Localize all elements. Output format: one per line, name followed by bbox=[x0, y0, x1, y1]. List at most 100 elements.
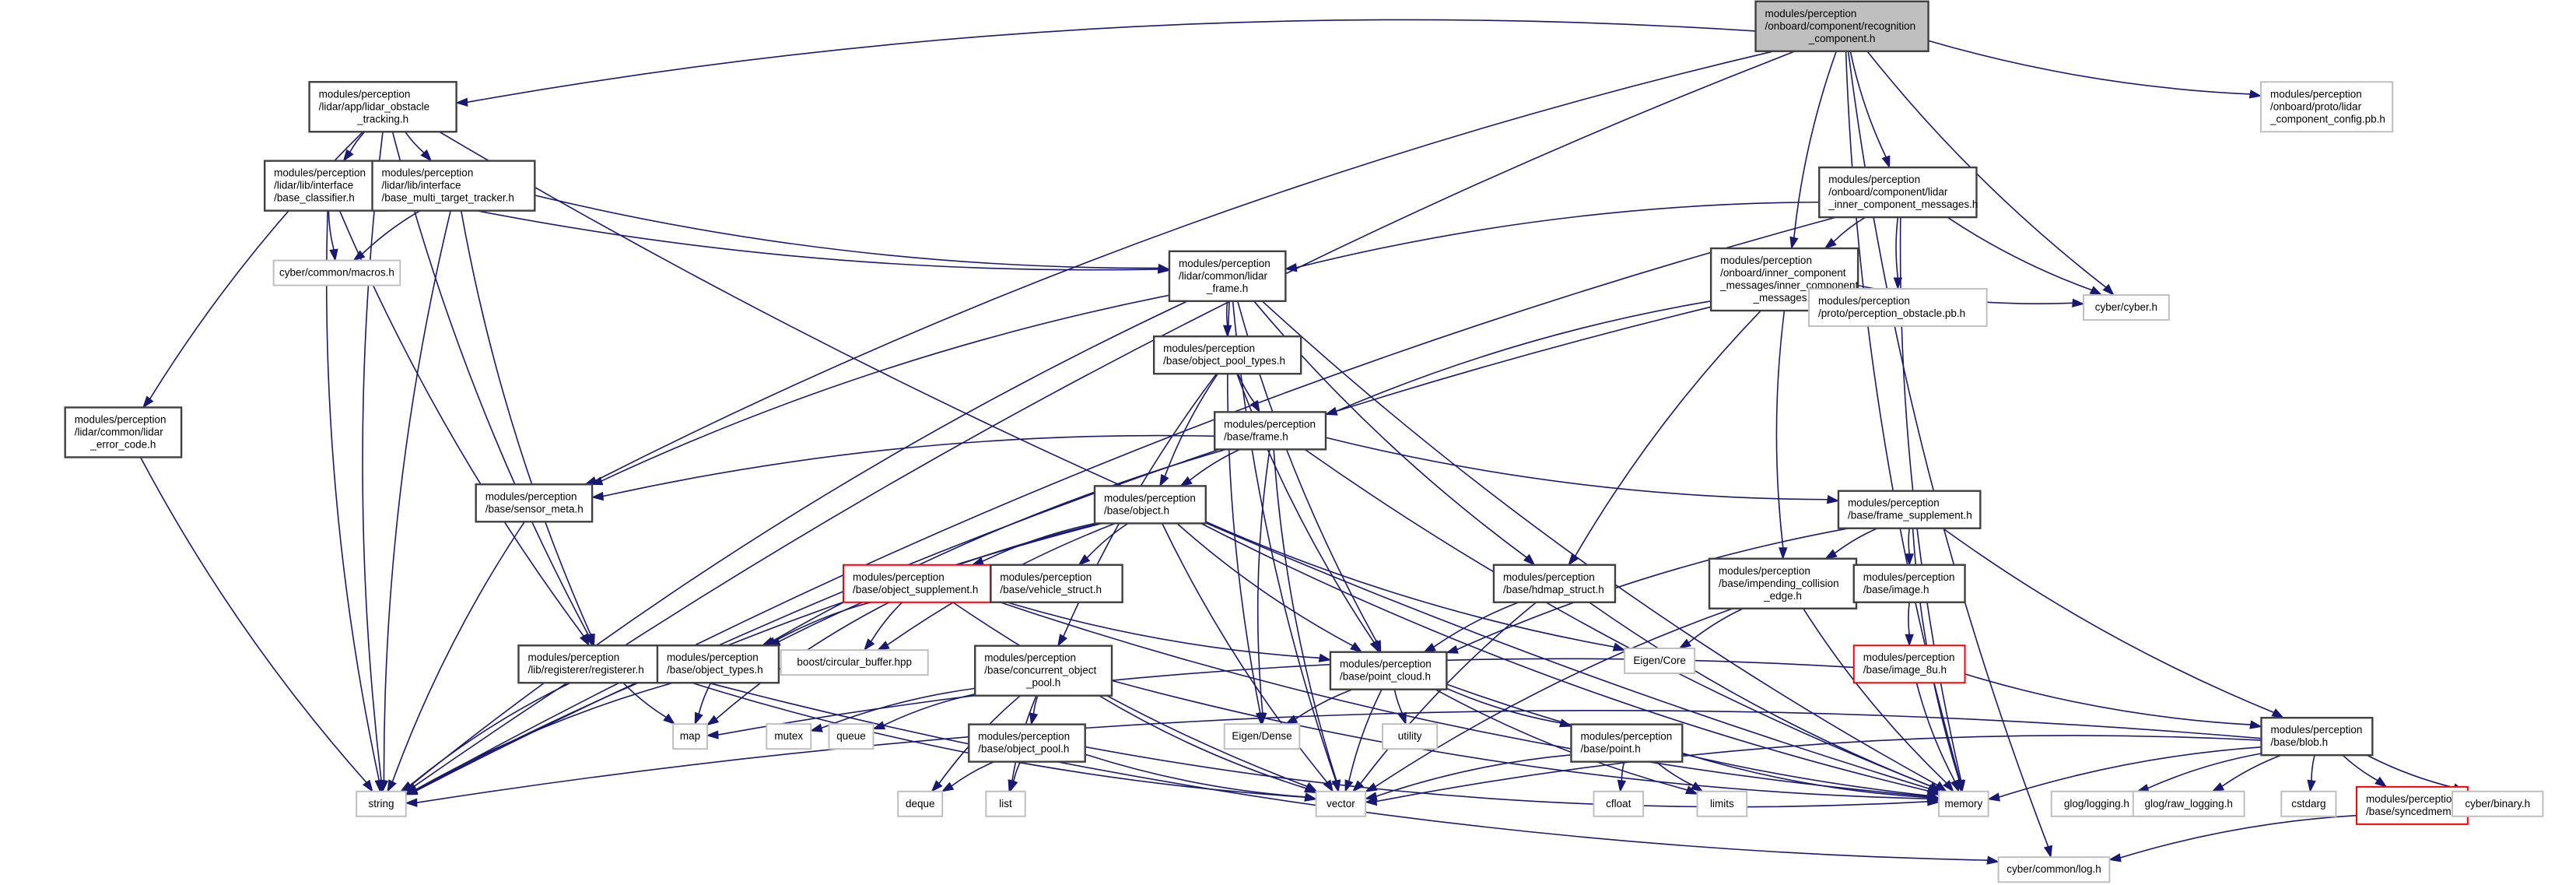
arrowhead-icon bbox=[590, 476, 604, 486]
node-obj[interactable]: modules/perception/base/object.h bbox=[1093, 485, 1207, 525]
edge-line bbox=[1237, 373, 1255, 403]
node-label: modules/perception bbox=[1580, 731, 1672, 743]
node-syn[interactable]: modules/perception/base/syncedmem.h bbox=[2356, 785, 2469, 825]
edge-blob-to-vec bbox=[1364, 735, 2262, 806]
node-utl: utility bbox=[1381, 723, 1439, 750]
node-label: modules/perception bbox=[527, 651, 619, 663]
edge-line bbox=[1013, 761, 1022, 781]
node-label: /lib/registerer/registerer.h bbox=[527, 664, 643, 676]
arrowhead-icon bbox=[1249, 399, 1260, 413]
node-op[interactable]: modules/perception/base/object_pool.h bbox=[968, 723, 1086, 763]
node-reg[interactable]: modules/perception/lib/registerer/regist… bbox=[517, 644, 682, 684]
node-label: modules/perception bbox=[667, 651, 759, 663]
edge-line bbox=[1433, 602, 1519, 648]
edge-line bbox=[386, 191, 1159, 271]
edge-line bbox=[2147, 753, 2262, 789]
arrowhead-icon bbox=[1364, 796, 1378, 806]
node-label: /onboard/proto/lidar bbox=[2270, 100, 2362, 112]
edge-os-to-bcb bbox=[863, 602, 903, 651]
node-box bbox=[1997, 856, 2111, 883]
node-lot[interactable]: modules/perception/lidar/app/lidar_obsta… bbox=[308, 81, 457, 133]
edge-pt-to-lim bbox=[1655, 761, 1704, 792]
edge-pt-to-mem bbox=[1682, 752, 1940, 802]
node-label: /base_classifier.h bbox=[274, 192, 355, 204]
node-label: _messages.h bbox=[1752, 292, 1815, 304]
edge-line bbox=[1176, 522, 1354, 647]
node-box bbox=[64, 406, 183, 458]
node-os[interactable]: modules/perception/base/object_supplemen… bbox=[842, 564, 991, 603]
arrowhead-icon bbox=[1284, 715, 1299, 725]
node-sm[interactable]: modules/perception/base/sensor_meta.h bbox=[475, 483, 594, 523]
edge-line bbox=[1032, 695, 1039, 715]
node-pt[interactable]: modules/perception/base/point.h bbox=[1570, 723, 1684, 763]
arrowhead-icon bbox=[1905, 553, 1914, 567]
node-label: vector bbox=[1327, 798, 1355, 809]
node-bcb: boost/circular_buffer.hpp bbox=[780, 649, 929, 676]
arrowhead-icon bbox=[591, 491, 605, 501]
edge-line bbox=[1435, 688, 1688, 791]
edge-fs-to-img bbox=[1905, 528, 1914, 567]
arrowhead-icon bbox=[387, 779, 397, 793]
edge-blob-to-cbn bbox=[2366, 754, 2466, 792]
node-lec[interactable]: modules/perception/lidar/common/lidar_er… bbox=[64, 406, 183, 458]
edge-line bbox=[1908, 528, 1910, 554]
node-box bbox=[2132, 790, 2245, 817]
node-box bbox=[2452, 790, 2544, 817]
edge-icm-to-ice bbox=[1775, 310, 1788, 560]
edge-lot-to-str bbox=[362, 132, 386, 793]
node-img[interactable]: modules/perception/base/image.h bbox=[1852, 564, 1966, 603]
edge-obj-to-pc bbox=[1176, 522, 1363, 653]
arrowhead-icon bbox=[1617, 779, 1627, 793]
edge-ice-to-ec bbox=[1678, 608, 1744, 649]
edge-line bbox=[1348, 689, 1383, 781]
node-lst: list bbox=[985, 790, 1026, 817]
node-opt[interactable]: modules/perception/base/object_pool_type… bbox=[1152, 335, 1302, 375]
node-box bbox=[2050, 790, 2143, 817]
edge-line bbox=[2311, 754, 2315, 781]
edge-line bbox=[415, 682, 674, 790]
edge-line bbox=[1915, 683, 1956, 782]
edge-line bbox=[467, 19, 1756, 104]
edge-line bbox=[1833, 216, 1866, 243]
edge-line bbox=[1393, 689, 1404, 715]
node-label: _inner_component_messages.h bbox=[1828, 198, 1978, 210]
edge-cop-to-op bbox=[1029, 695, 1039, 726]
node-label: _tracking.h bbox=[356, 113, 408, 125]
node-licm[interactable]: modules/perception/onboard/component/lid… bbox=[1818, 166, 1978, 219]
edge-line bbox=[383, 210, 451, 781]
node-box bbox=[1624, 648, 1696, 675]
node-label: boost/circular_buffer.hpp bbox=[797, 656, 912, 668]
node-root[interactable]: modules/perception/onboard/component/rec… bbox=[1754, 0, 1929, 52]
node-label: /base/image.h bbox=[1863, 584, 1929, 595]
edge-root-to-licm bbox=[1849, 51, 1891, 169]
node-label: /lidar/lib/interface bbox=[382, 180, 461, 191]
node-fs[interactable]: modules/perception/base/frame_supplement… bbox=[1837, 490, 1982, 529]
node-pc[interactable]: modules/perception/base/point_cloud.h bbox=[1329, 651, 1448, 690]
node-blob[interactable]: modules/perception/base/blob.h bbox=[2260, 716, 2374, 757]
node-vs[interactable]: modules/perception/base/vehicle_struct.h bbox=[990, 564, 1123, 603]
node-label: /base/object.h bbox=[1104, 504, 1169, 516]
node-bmt[interactable]: modules/perception/lidar/lib/interface/b… bbox=[371, 160, 536, 212]
arrowhead-icon bbox=[931, 780, 943, 792]
edge-bmt-to-str bbox=[379, 210, 451, 793]
edge-line bbox=[1376, 735, 2262, 802]
node-bcl[interactable]: modules/perception/lidar/lib/interface/b… bbox=[263, 160, 387, 212]
node-hd[interactable]: modules/perception/base/hdmap_struct.h bbox=[1492, 564, 1617, 603]
node-cop[interactable]: modules/perception/base/concurrent_objec… bbox=[974, 644, 1113, 697]
node-lf[interactable]: modules/perception/lidar/common/lidar_fr… bbox=[1168, 250, 1287, 303]
node-label: /base/syncedmem.h bbox=[2366, 806, 2460, 817]
node-ice[interactable]: modules/perception/base/impending_collis… bbox=[1708, 557, 1858, 609]
node-i8[interactable]: modules/perception/base/image_8u.h bbox=[1852, 644, 1966, 684]
node-ot[interactable]: modules/perception/base/object_types.h bbox=[656, 644, 780, 684]
node-label: modules/perception bbox=[978, 731, 1070, 743]
arrowhead-icon bbox=[941, 781, 955, 792]
node-label: modules/perception bbox=[1848, 497, 1940, 509]
node-mac: cyber/common/macros.h bbox=[272, 259, 401, 286]
edge-line bbox=[328, 210, 335, 250]
node-box bbox=[1696, 790, 1748, 817]
arrowhead-icon bbox=[1179, 476, 1193, 487]
node-label: modules/perception bbox=[1828, 174, 1920, 185]
node-frm[interactable]: modules/perception/base/frame.h bbox=[1213, 411, 1327, 451]
node-box bbox=[272, 259, 401, 286]
node-box bbox=[842, 564, 991, 603]
